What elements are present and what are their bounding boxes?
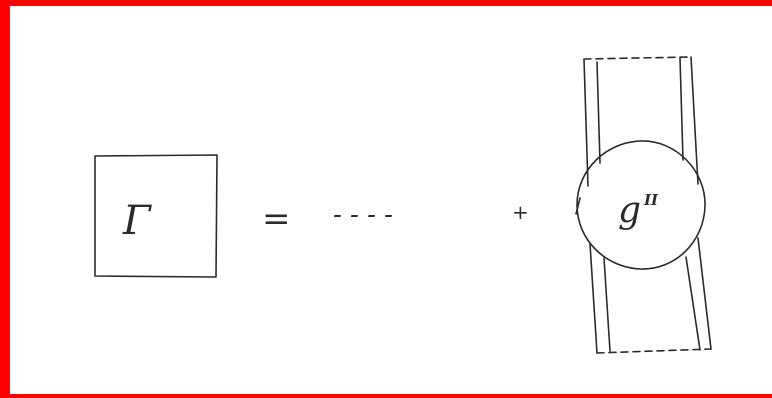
vertex-symbol: g <box>618 190 641 231</box>
ladder-right-rail-inner-upper <box>679 57 684 161</box>
ladder-diagram: g II <box>575 56 712 354</box>
ladder-left-rail-outer-upper <box>583 58 589 187</box>
ladder-right-rail-inner-lower <box>685 256 701 351</box>
gamma-box: Γ <box>94 154 218 278</box>
ladder-bottom-rung <box>596 348 712 354</box>
vertex-left-tick <box>575 197 581 215</box>
ladder-left-rail-inner-upper <box>596 61 601 164</box>
ladder-top-rung <box>583 56 692 60</box>
ladder-left-rail-outer-lower <box>589 243 598 354</box>
gamma-box-outline <box>94 154 218 278</box>
ladder-right-rail-outer-lower <box>697 237 712 350</box>
ladder-left-rail-inner-lower <box>603 257 611 352</box>
vertex-circle <box>576 140 706 270</box>
ellipsis-dashes: - - - - <box>333 200 393 230</box>
plus-sign: + <box>512 200 529 224</box>
vertex-superscript: II <box>643 191 659 209</box>
gamma-symbol: Γ <box>122 198 152 244</box>
equals-sign: = <box>262 199 291 239</box>
ladder-right-rail-outer-upper <box>690 56 699 185</box>
